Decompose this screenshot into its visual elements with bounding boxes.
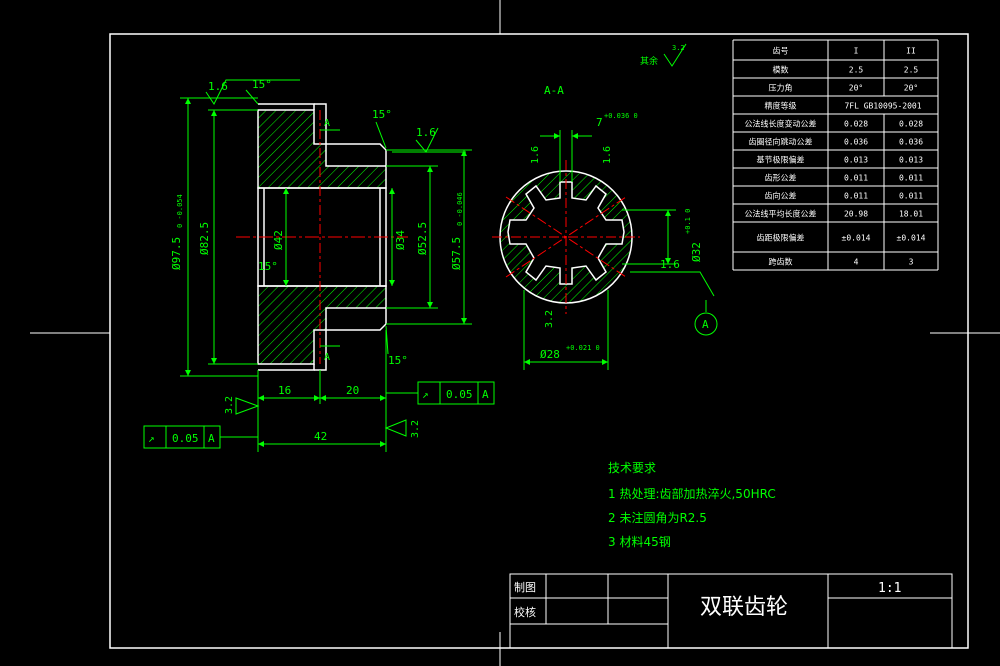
svg-text:A: A: [208, 432, 215, 445]
surface-finish-mid-label: 1.6: [416, 126, 436, 139]
section-label: A-A: [544, 84, 564, 97]
tolerance-frame-left: ↗ 0.05 A: [143, 425, 258, 449]
param-value: 0.028: [899, 120, 923, 129]
spline-width-dim: 7: [596, 116, 603, 129]
svg-text:↗: ↗: [148, 432, 155, 445]
param-value: 0.011: [844, 174, 868, 183]
chamfer-angle-bottom: 15°: [388, 354, 408, 367]
spline-d32-tol: +0.1 0: [684, 209, 692, 234]
svg-text:A: A: [482, 388, 489, 401]
dim-w16: 16: [278, 384, 291, 397]
dim-d97-tol: 0 -0.054: [176, 194, 184, 228]
param-value: ±0.014: [842, 234, 871, 243]
surface-finish-right-label: 3.2: [410, 420, 421, 438]
param-label: 齿号: [773, 47, 789, 56]
param-value: 0.013: [844, 156, 868, 165]
dim-w42: 42: [314, 430, 327, 443]
param-value: 0.011: [899, 192, 923, 201]
spline-d28-tol: +0.021 0: [566, 344, 600, 352]
param-value: 20.98: [844, 210, 868, 219]
param-value: 0.011: [844, 192, 868, 201]
tolerance-frame-right: ↗ 0.05 A: [386, 381, 495, 405]
surface-finish-right: [384, 419, 407, 437]
param-value: ±0.014: [897, 234, 926, 243]
dim-d52: Ø52.5: [416, 222, 429, 255]
note-item: 1 热处理:齿部加热淬火,50HRC: [608, 486, 776, 501]
surface-finish-top-label: 1.6: [208, 80, 228, 93]
datum-marker-label: A: [702, 318, 709, 331]
spline-d28-dim: Ø28: [540, 348, 560, 361]
rest-finish-value: 3.2: [672, 44, 685, 52]
title-checked-label: 校核: [514, 605, 536, 619]
surface-finish-left-label: 3.2: [224, 396, 235, 414]
spline-finish-left: 1.6: [530, 146, 541, 164]
param-value: 0.036: [899, 138, 923, 147]
chamfer-angle-inner: 15°: [258, 260, 278, 273]
surface-finish-left: [235, 397, 260, 415]
section-arrow-a-bottom: A: [324, 352, 330, 363]
dim-d57-tol: 0 -0.046: [456, 192, 464, 226]
param-label: 精度等级: [765, 101, 797, 111]
dim-d57: Ø57.5: [450, 237, 463, 270]
note-item: 3 材料45钢: [608, 535, 671, 549]
datum-marker: [694, 312, 718, 336]
param-value: 18.01: [899, 210, 923, 219]
dim-w20: 20: [346, 384, 359, 397]
part-name: 双联齿轮: [700, 595, 788, 620]
dim-d97: Ø97.5: [170, 237, 183, 270]
spline-finish-rad: 1.6: [660, 258, 680, 271]
spline-section-view: A-A 7 +0.036 0 Ø32 +0.1 0 Ø28: [492, 84, 718, 370]
surface-finish-top: [205, 79, 300, 105]
title-drawn-label: 制图: [514, 581, 536, 594]
svg-text:↗: ↗: [422, 388, 429, 401]
chamfer-angle-top: 15°: [252, 78, 272, 91]
spline-finish-right: 1.6: [602, 146, 613, 164]
technical-notes: 技术要求 1 热处理:齿部加热淬火,50HRC 2 未注圆角为R2.5 3 材料…: [608, 461, 776, 549]
param-label: 齿圈径向跳动公差: [749, 137, 813, 147]
chamfer-angle-right: 15°: [372, 108, 392, 121]
param-label: 跨齿数: [769, 257, 793, 267]
dim-d82: Ø82.5: [198, 222, 211, 255]
param-value: 7FL GB10095-2001: [844, 102, 921, 111]
gear-section-view: Ø97.5 0 -0.054 Ø82.5 Ø42 Ø34 Ø52.5 Ø57.5…: [143, 78, 495, 452]
scale-value: 1:1: [878, 581, 901, 596]
param-value: 0.036: [844, 138, 868, 147]
section-arrow-a-top: A: [324, 118, 330, 129]
param-value: 20°: [904, 84, 918, 93]
notes-title: 技术要求: [608, 461, 656, 475]
sheet-frame: [30, 0, 1000, 666]
param-label: 模数: [773, 65, 789, 75]
svg-text:0.05: 0.05: [172, 432, 199, 445]
spline-d32-dim: Ø32: [690, 242, 703, 262]
spline-finish-bottom: 3.2: [544, 310, 555, 328]
param-value: 2.5: [904, 66, 919, 75]
param-label: 齿距极限偏差: [757, 233, 805, 243]
surface-finish-mid: [392, 127, 466, 153]
param-value: 20°: [849, 84, 863, 93]
spline-width-tol: +0.036 0: [604, 112, 638, 120]
title-block: [509, 573, 953, 649]
param-value: I: [854, 47, 859, 56]
param-value: 2.5: [849, 66, 864, 75]
param-label: 公法线长度变动公差: [745, 119, 817, 129]
param-value: 0.028: [844, 120, 868, 129]
param-label: 公法线平均长度公差: [745, 209, 817, 219]
param-value: II: [906, 47, 916, 56]
rest-finish-note: 其余: [640, 55, 658, 67]
section-hatch: [257, 109, 387, 365]
param-value: 4: [854, 258, 859, 267]
param-value: 3: [909, 258, 914, 267]
svg-text:0.05: 0.05: [446, 388, 473, 401]
param-label: 压力角: [769, 83, 793, 93]
param-label: 基节极限偏差: [757, 155, 805, 165]
param-label: 齿向公差: [765, 191, 797, 201]
param-label: 齿形公差: [765, 173, 797, 183]
param-value: 0.011: [899, 174, 923, 183]
dim-d34: Ø34: [394, 230, 407, 250]
dim-d42: Ø42: [272, 230, 285, 250]
param-value: 0.013: [899, 156, 923, 165]
note-item: 2 未注圆角为R2.5: [608, 510, 707, 525]
